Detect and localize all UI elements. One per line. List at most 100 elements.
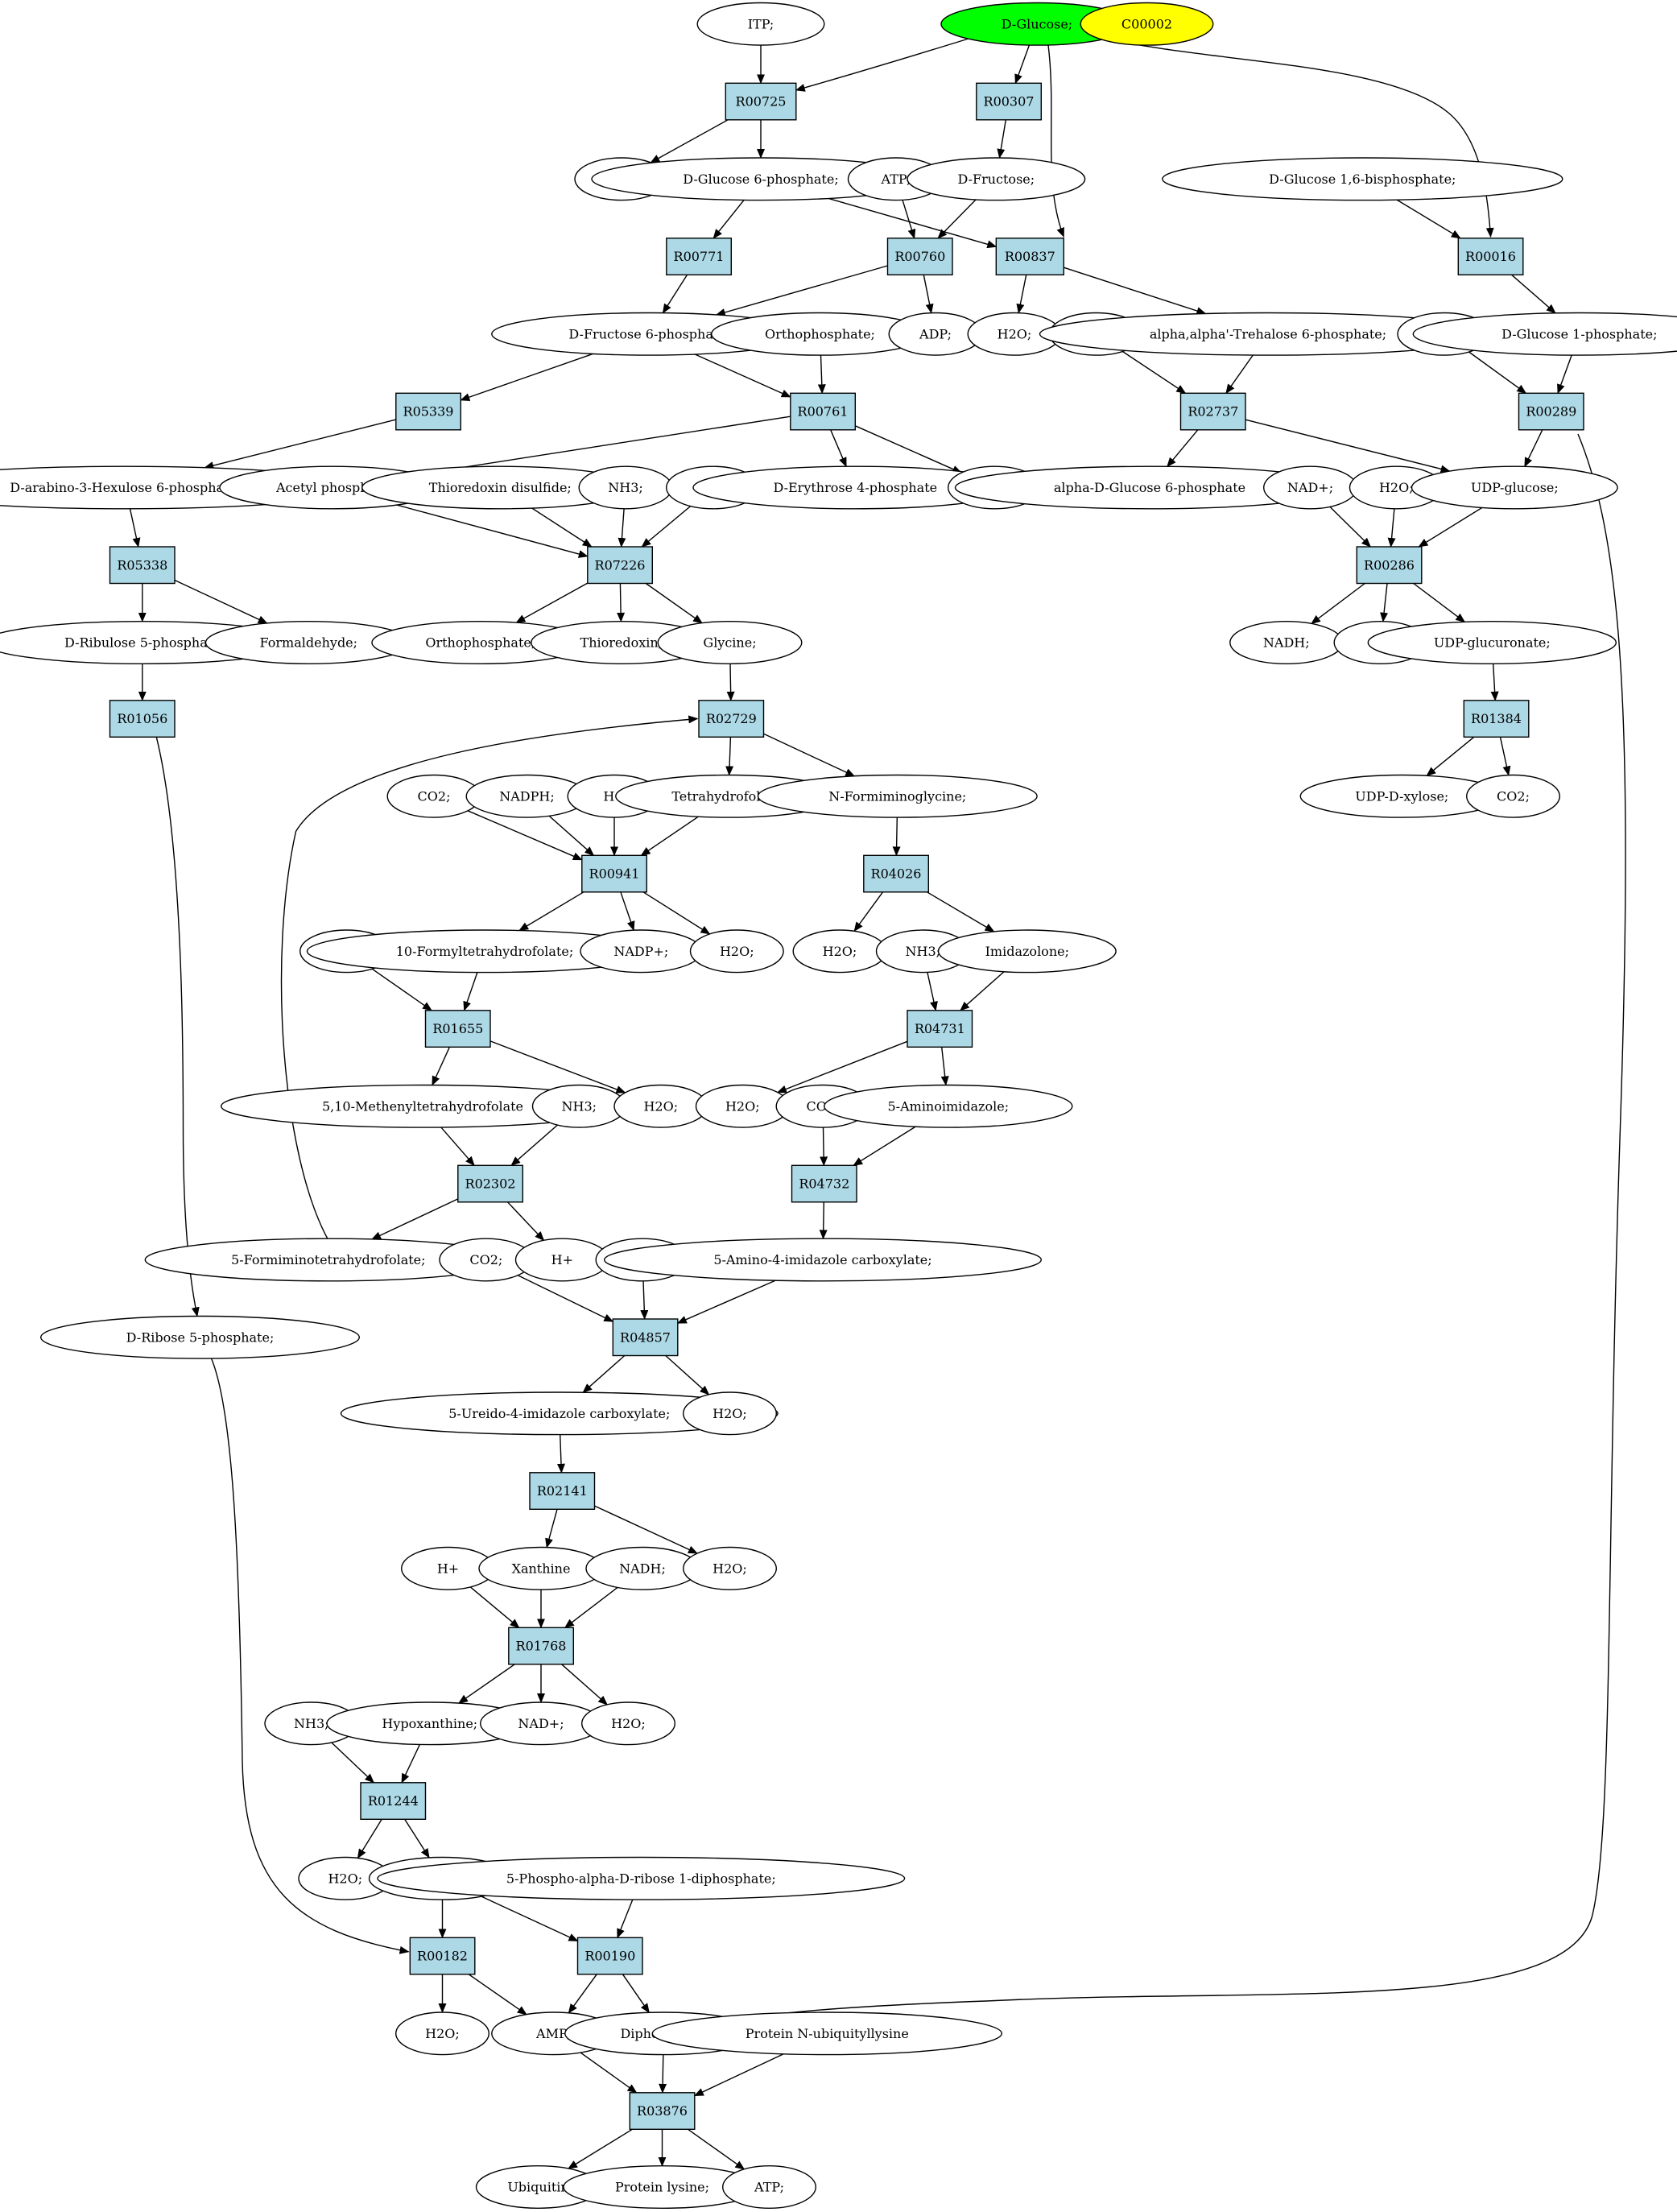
reaction-node-r00289[interactable]: R00289 — [1518, 392, 1584, 431]
compound-node-itp[interactable]: ITP; — [696, 2, 825, 46]
compound-node-co2[interactable]: CO2; — [386, 774, 481, 818]
reaction-node-r02729[interactable]: R02729 — [698, 700, 765, 738]
edge-r02141-to-xan — [545, 1509, 558, 1548]
reaction-node-r02141[interactable]: R02141 — [529, 1472, 596, 1511]
compound-node-nad[interactable]: NAD+; — [1262, 465, 1357, 510]
reaction-node-r00307[interactable]: R00307 — [976, 82, 1043, 121]
compound-node-formaldehyde[interactable]: Formaldehyde; — [204, 621, 412, 665]
reaction-box — [698, 700, 765, 738]
compound-node-c00002[interactable]: C00002 — [1080, 2, 1214, 46]
node-label: 5-Amino-4-imidazole carboxylate; — [713, 1252, 931, 1267]
reaction-node-r05339[interactable]: R05339 — [395, 392, 461, 431]
reaction-node-r01655[interactable]: R01655 — [424, 1010, 491, 1048]
node-label: CO2; — [418, 788, 451, 804]
reaction-node-r04731[interactable]: R04731 — [907, 1010, 973, 1048]
compound-node-5-formiminotetrahydrofolate[interactable]: 5-Formiminotetrahydrofolate; — [144, 1238, 512, 1282]
compound-node-n-formiminoglycine[interactable]: N-Formiminoglycine; — [757, 774, 1038, 818]
compound-node-5-aminoimidazole[interactable]: 5-Aminoimidazole; — [824, 1084, 1073, 1128]
compound-node-atp[interactable]: ATP; — [722, 2164, 817, 2209]
compound-node-hypoxanthine[interactable]: Hypoxanthine; — [326, 1701, 534, 1746]
compound-node-glycine[interactable]: Glycine; — [657, 621, 803, 665]
compound-node-5-phospho-alpha-d-ribose-1-diphosphate[interactable]: 5-Phospho-alpha-D-ribose 1-diphosphate; — [377, 1856, 906, 1900]
compound-node-nh3[interactable]: NH3; — [578, 465, 673, 510]
compound-ellipse — [689, 929, 784, 974]
edge-r03876-to-atp2 — [688, 2128, 746, 2170]
compound-node-alpha-alpha-trehalose-6-phosphate[interactable]: alpha,alpha'-Trehalose 6-phosphate; — [1039, 312, 1497, 356]
compound-node-5-ureido-4-imidazole-carboxylate[interactable]: 5-Ureido-4-imidazole carboxylate; — [340, 1391, 779, 1436]
reaction-node-r04026[interactable]: R04026 — [863, 854, 930, 893]
compound-node-h2o[interactable]: H2O; — [683, 1546, 778, 1590]
reaction-node-r00941[interactable]: R00941 — [581, 854, 647, 893]
compound-node-co2[interactable]: CO2; — [1465, 774, 1560, 818]
compound-node-nadp[interactable]: NADP+; — [580, 929, 703, 974]
compound-node-protein-n-ubiquityllysine[interactable]: Protein N-ubiquityllysine — [651, 2011, 1003, 2056]
compound-node-h2o[interactable]: H2O; — [689, 929, 784, 974]
reaction-box — [995, 238, 1065, 275]
reaction-node-r00761[interactable]: R00761 — [790, 392, 856, 431]
compound-node-h[interactable]: H+ — [514, 1238, 609, 1282]
reaction-node-r00725[interactable]: R00725 — [725, 82, 797, 121]
reaction-node-r03876[interactable]: R03876 — [629, 2092, 696, 2131]
reaction-box — [529, 1472, 596, 1511]
reaction-node-r00771[interactable]: R00771 — [666, 238, 732, 275]
compound-node-orthophosphate[interactable]: Orthophosphate; — [371, 621, 590, 665]
reaction-node-r00016[interactable]: R00016 — [1457, 238, 1524, 275]
compound-node-h2o[interactable]: H2O; — [613, 1084, 708, 1128]
edge-nh3_b-to-r04731 — [927, 972, 938, 1011]
compound-node-h2o[interactable]: H2O; — [581, 1701, 676, 1746]
reaction-node-r00190[interactable]: R00190 — [576, 1937, 643, 1975]
compound-node-h2o[interactable]: H2O; — [298, 1856, 393, 1900]
reaction-node-r00837[interactable]: R00837 — [995, 238, 1065, 275]
compound-ellipse — [683, 1391, 778, 1436]
compound-node-nad[interactable]: NAD+; — [480, 1701, 603, 1746]
compound-node-5-10-methenyltetrahydrofolate[interactable]: 5,10-Methenyltetrahydrofolate — [221, 1084, 626, 1128]
reaction-node-r01244[interactable]: R01244 — [360, 1782, 427, 1821]
compound-node-udp-glucose[interactable]: UDP-glucose; — [1411, 465, 1618, 510]
compound-node-5-amino-4-imidazole-carboxylate[interactable]: 5-Amino-4-imidazole carboxylate; — [604, 1238, 1042, 1282]
compound-node-h2o[interactable]: H2O; — [1349, 465, 1444, 510]
compound-node-d-glucose-1-6-bisphosphate[interactable]: D-Glucose 1,6-bisphosphate; — [1162, 157, 1563, 201]
reaction-node-r02737[interactable]: R02737 — [1179, 392, 1246, 431]
compound-node-d-ribose-5-phosphate[interactable]: D-Ribose 5-phosphate; — [39, 1315, 361, 1359]
compound-node-h2o[interactable]: H2O; — [395, 2011, 490, 2056]
compound-node-nadph[interactable]: NADPH; — [465, 774, 589, 818]
reaction-node-r07226[interactable]: R07226 — [587, 546, 653, 585]
reaction-node-r01056[interactable]: R01056 — [109, 700, 176, 738]
edge-co2_d-to-r04857 — [517, 1275, 614, 1322]
compound-node-co2[interactable]: CO2; — [439, 1238, 534, 1282]
reaction-node-r02302[interactable]: R02302 — [457, 1164, 523, 1203]
reaction-node-r01384[interactable]: R01384 — [1463, 700, 1530, 738]
reaction-node-r00760[interactable]: R00760 — [886, 238, 953, 275]
reaction-node-r00182[interactable]: R00182 — [409, 1937, 476, 1975]
edge-imz-to-r04731 — [960, 971, 1005, 1011]
compound-node-h[interactable]: H+ — [401, 1546, 496, 1590]
compound-node-thioredoxin-disulfide[interactable]: Thioredoxin disulfide; — [361, 465, 639, 510]
compound-node-h2o[interactable]: H2O; — [792, 929, 887, 974]
reaction-box — [109, 700, 176, 738]
compound-node-h2o[interactable]: H2O; — [683, 1391, 778, 1436]
compound-node-udp-glucuronate[interactable]: UDP-glucuronate; — [1367, 621, 1617, 665]
edge-r04731-to-h2o_h — [776, 1040, 908, 1094]
compound-node-xanthine[interactable]: Xanthine — [478, 1546, 604, 1590]
compound-node-protein-lysine[interactable]: Protein lysine; — [563, 2164, 762, 2209]
compound-node-h2o[interactable]: H2O; — [967, 312, 1062, 356]
compound-node-nh3[interactable]: NH3; — [531, 1084, 626, 1128]
compound-node-nadh[interactable]: NADH; — [1229, 621, 1344, 665]
compound-node-d-fructose[interactable]: D-Fructose; — [907, 157, 1086, 201]
reaction-node-r01768[interactable]: R01768 — [508, 1627, 574, 1665]
compound-ellipse — [1080, 2, 1214, 46]
compound-node-imidazolone[interactable]: Imidazolone; — [937, 929, 1117, 974]
reaction-node-r05338[interactable]: R05338 — [109, 546, 176, 585]
node-label: R03876 — [637, 2103, 688, 2119]
compound-node-adp[interactable]: ADP; — [888, 312, 983, 356]
compound-node-orthophosphate[interactable]: Orthophosphate; — [711, 312, 930, 356]
compound-node-d-erythrose-4-phosphate[interactable]: D-Erythrose 4-phosphate — [692, 465, 1018, 510]
compound-node-h2o[interactable]: H2O; — [695, 1084, 790, 1128]
compound-node-nadh[interactable]: NADH; — [585, 1546, 700, 1590]
compound-ellipse — [937, 929, 1117, 974]
reaction-node-r04732[interactable]: R04732 — [791, 1164, 857, 1203]
reaction-node-r00286[interactable]: R00286 — [1356, 546, 1423, 585]
reaction-node-r04857[interactable]: R04857 — [612, 1318, 679, 1357]
reaction-box — [587, 546, 653, 585]
compound-node-d-glucose-1-phosphate[interactable]: D-Glucose 1-phosphate; — [1412, 312, 1677, 356]
